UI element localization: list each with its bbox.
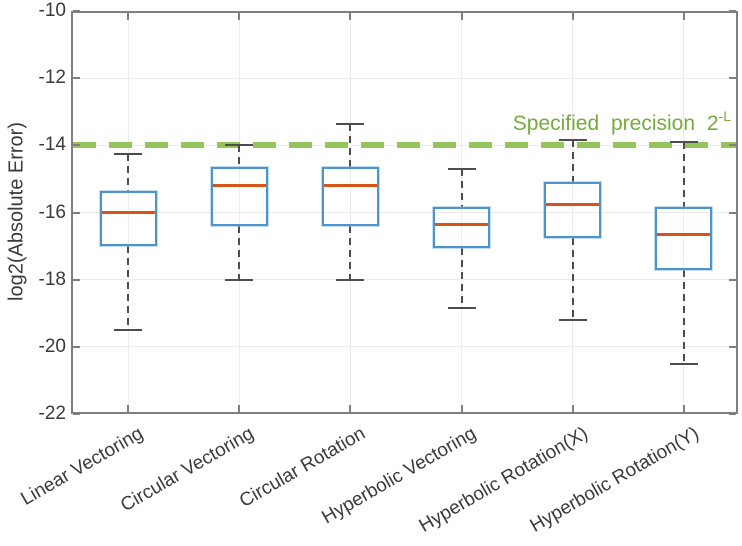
x-tick-mark-top	[238, 13, 241, 20]
y-tick-mark-left	[73, 413, 80, 415]
y-tick-label: -14	[38, 134, 66, 156]
x-tick-mark-top	[127, 13, 130, 20]
precision-reference-line	[73, 142, 736, 149]
y-tick-label: -22	[38, 403, 66, 424]
horizontal-gridline	[73, 279, 736, 281]
y-tick-mark-right	[729, 278, 736, 281]
y-tick-mark-right	[729, 77, 736, 80]
x-tick-mark-bottom	[238, 405, 241, 412]
precision-label: Specified precision 2-L	[512, 108, 731, 136]
plot-frame	[71, 11, 738, 414]
y-tick-mark-right	[729, 413, 736, 415]
horizontal-gridline	[73, 77, 736, 79]
vertical-gridline	[238, 13, 240, 412]
lower-whisker	[460, 247, 463, 309]
x-tick-mark-top	[460, 13, 463, 20]
box	[655, 207, 713, 270]
median-line	[546, 202, 600, 206]
median-line	[212, 184, 266, 188]
lower-whisker	[571, 237, 574, 320]
upper-whisker	[571, 140, 574, 183]
lower-whisker	[238, 225, 241, 280]
lower-whisker-cap	[114, 329, 143, 332]
y-tick-label: -12	[38, 67, 66, 89]
y-tick-mark-left	[73, 278, 80, 281]
upper-whisker-cap	[669, 140, 698, 143]
median-line	[435, 222, 489, 226]
y-tick-mark-left	[73, 144, 80, 147]
upper-whisker-cap	[447, 167, 476, 170]
precision-label-text: Specified precision 2	[512, 112, 719, 135]
upper-whisker	[682, 141, 685, 208]
upper-whisker-cap	[558, 139, 587, 142]
upper-whisker	[460, 168, 463, 208]
box	[99, 190, 157, 247]
vertical-gridline	[461, 13, 463, 412]
y-tick-label: -20	[38, 335, 66, 357]
median-line	[657, 232, 711, 236]
vertical-gridline	[683, 13, 685, 412]
x-tick-mark-bottom	[460, 405, 463, 412]
x-tick-mark-top	[349, 13, 352, 20]
x-tick-mark-bottom	[571, 405, 574, 412]
upper-whisker-cap	[336, 122, 365, 125]
y-tick-mark-left	[73, 211, 80, 214]
lower-whisker	[682, 269, 685, 364]
horizontal-gridline	[73, 346, 736, 348]
upper-whisker-cap	[114, 152, 143, 155]
lower-whisker-cap	[225, 278, 254, 281]
lower-whisker-cap	[669, 362, 698, 365]
y-tick-mark-left	[73, 345, 80, 348]
lower-whisker-cap	[447, 307, 476, 310]
y-tick-mark-left	[73, 77, 80, 80]
upper-whisker	[349, 123, 352, 168]
upper-whisker-cap	[225, 144, 254, 147]
horizontal-gridline	[73, 212, 736, 213]
x-tick-mark-top	[571, 13, 574, 20]
x-tick-mark-top	[682, 13, 685, 20]
precision-label-exponent: -L	[718, 108, 731, 124]
vertical-gridline	[349, 13, 351, 412]
box	[210, 167, 268, 226]
y-tick-mark-left	[73, 10, 80, 12]
median-line	[101, 211, 155, 214]
box	[544, 182, 602, 238]
lower-whisker	[127, 246, 130, 331]
y-tick-mark-right	[729, 345, 736, 348]
x-tick-mark-bottom	[682, 405, 685, 412]
lower-whisker-cap	[336, 278, 365, 281]
y-tick-mark-right	[729, 10, 736, 12]
y-tick-mark-right	[729, 144, 736, 147]
x-tick-mark-bottom	[127, 405, 130, 412]
y-tick-mark-right	[729, 211, 736, 214]
y-tick-label: -16	[38, 201, 66, 223]
lower-whisker-cap	[558, 318, 587, 321]
upper-whisker	[238, 145, 241, 168]
upper-whisker	[127, 153, 130, 191]
lower-whisker	[349, 225, 352, 280]
box	[321, 167, 379, 226]
box	[433, 207, 491, 248]
y-tick-label: -10	[38, 0, 66, 21]
median-line	[323, 184, 377, 188]
y-tick-label: -18	[38, 268, 66, 290]
vertical-gridline	[572, 13, 574, 412]
x-tick-mark-bottom	[349, 405, 352, 412]
